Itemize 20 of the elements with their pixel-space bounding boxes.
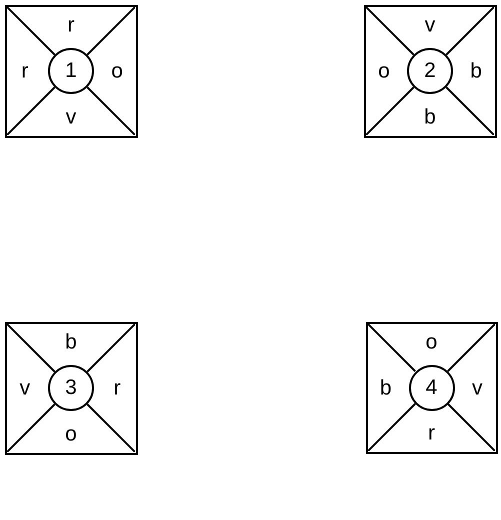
side-letter: v (424, 14, 436, 36)
side-letter: b (380, 377, 392, 398)
center-circle: 2 (407, 48, 453, 94)
side-letter: r (428, 422, 435, 444)
side-letter: r (21, 60, 28, 82)
side-letter: r (68, 14, 74, 36)
side-letter: v (20, 378, 30, 398)
side-letter: o (65, 424, 77, 445)
side-letter: r (114, 378, 121, 398)
side-letter: b (424, 106, 436, 128)
side-letter: o (426, 331, 438, 352)
center-circle: 1 (48, 48, 94, 94)
side-letter: b (65, 331, 77, 352)
center-circle: 3 (48, 365, 94, 411)
side-letter: v (472, 377, 482, 398)
side-letter: v (66, 106, 76, 128)
side-letter: o (378, 60, 390, 82)
side-letter: b (470, 60, 482, 82)
center-circle: 4 (408, 364, 454, 410)
side-letter: o (111, 60, 123, 82)
